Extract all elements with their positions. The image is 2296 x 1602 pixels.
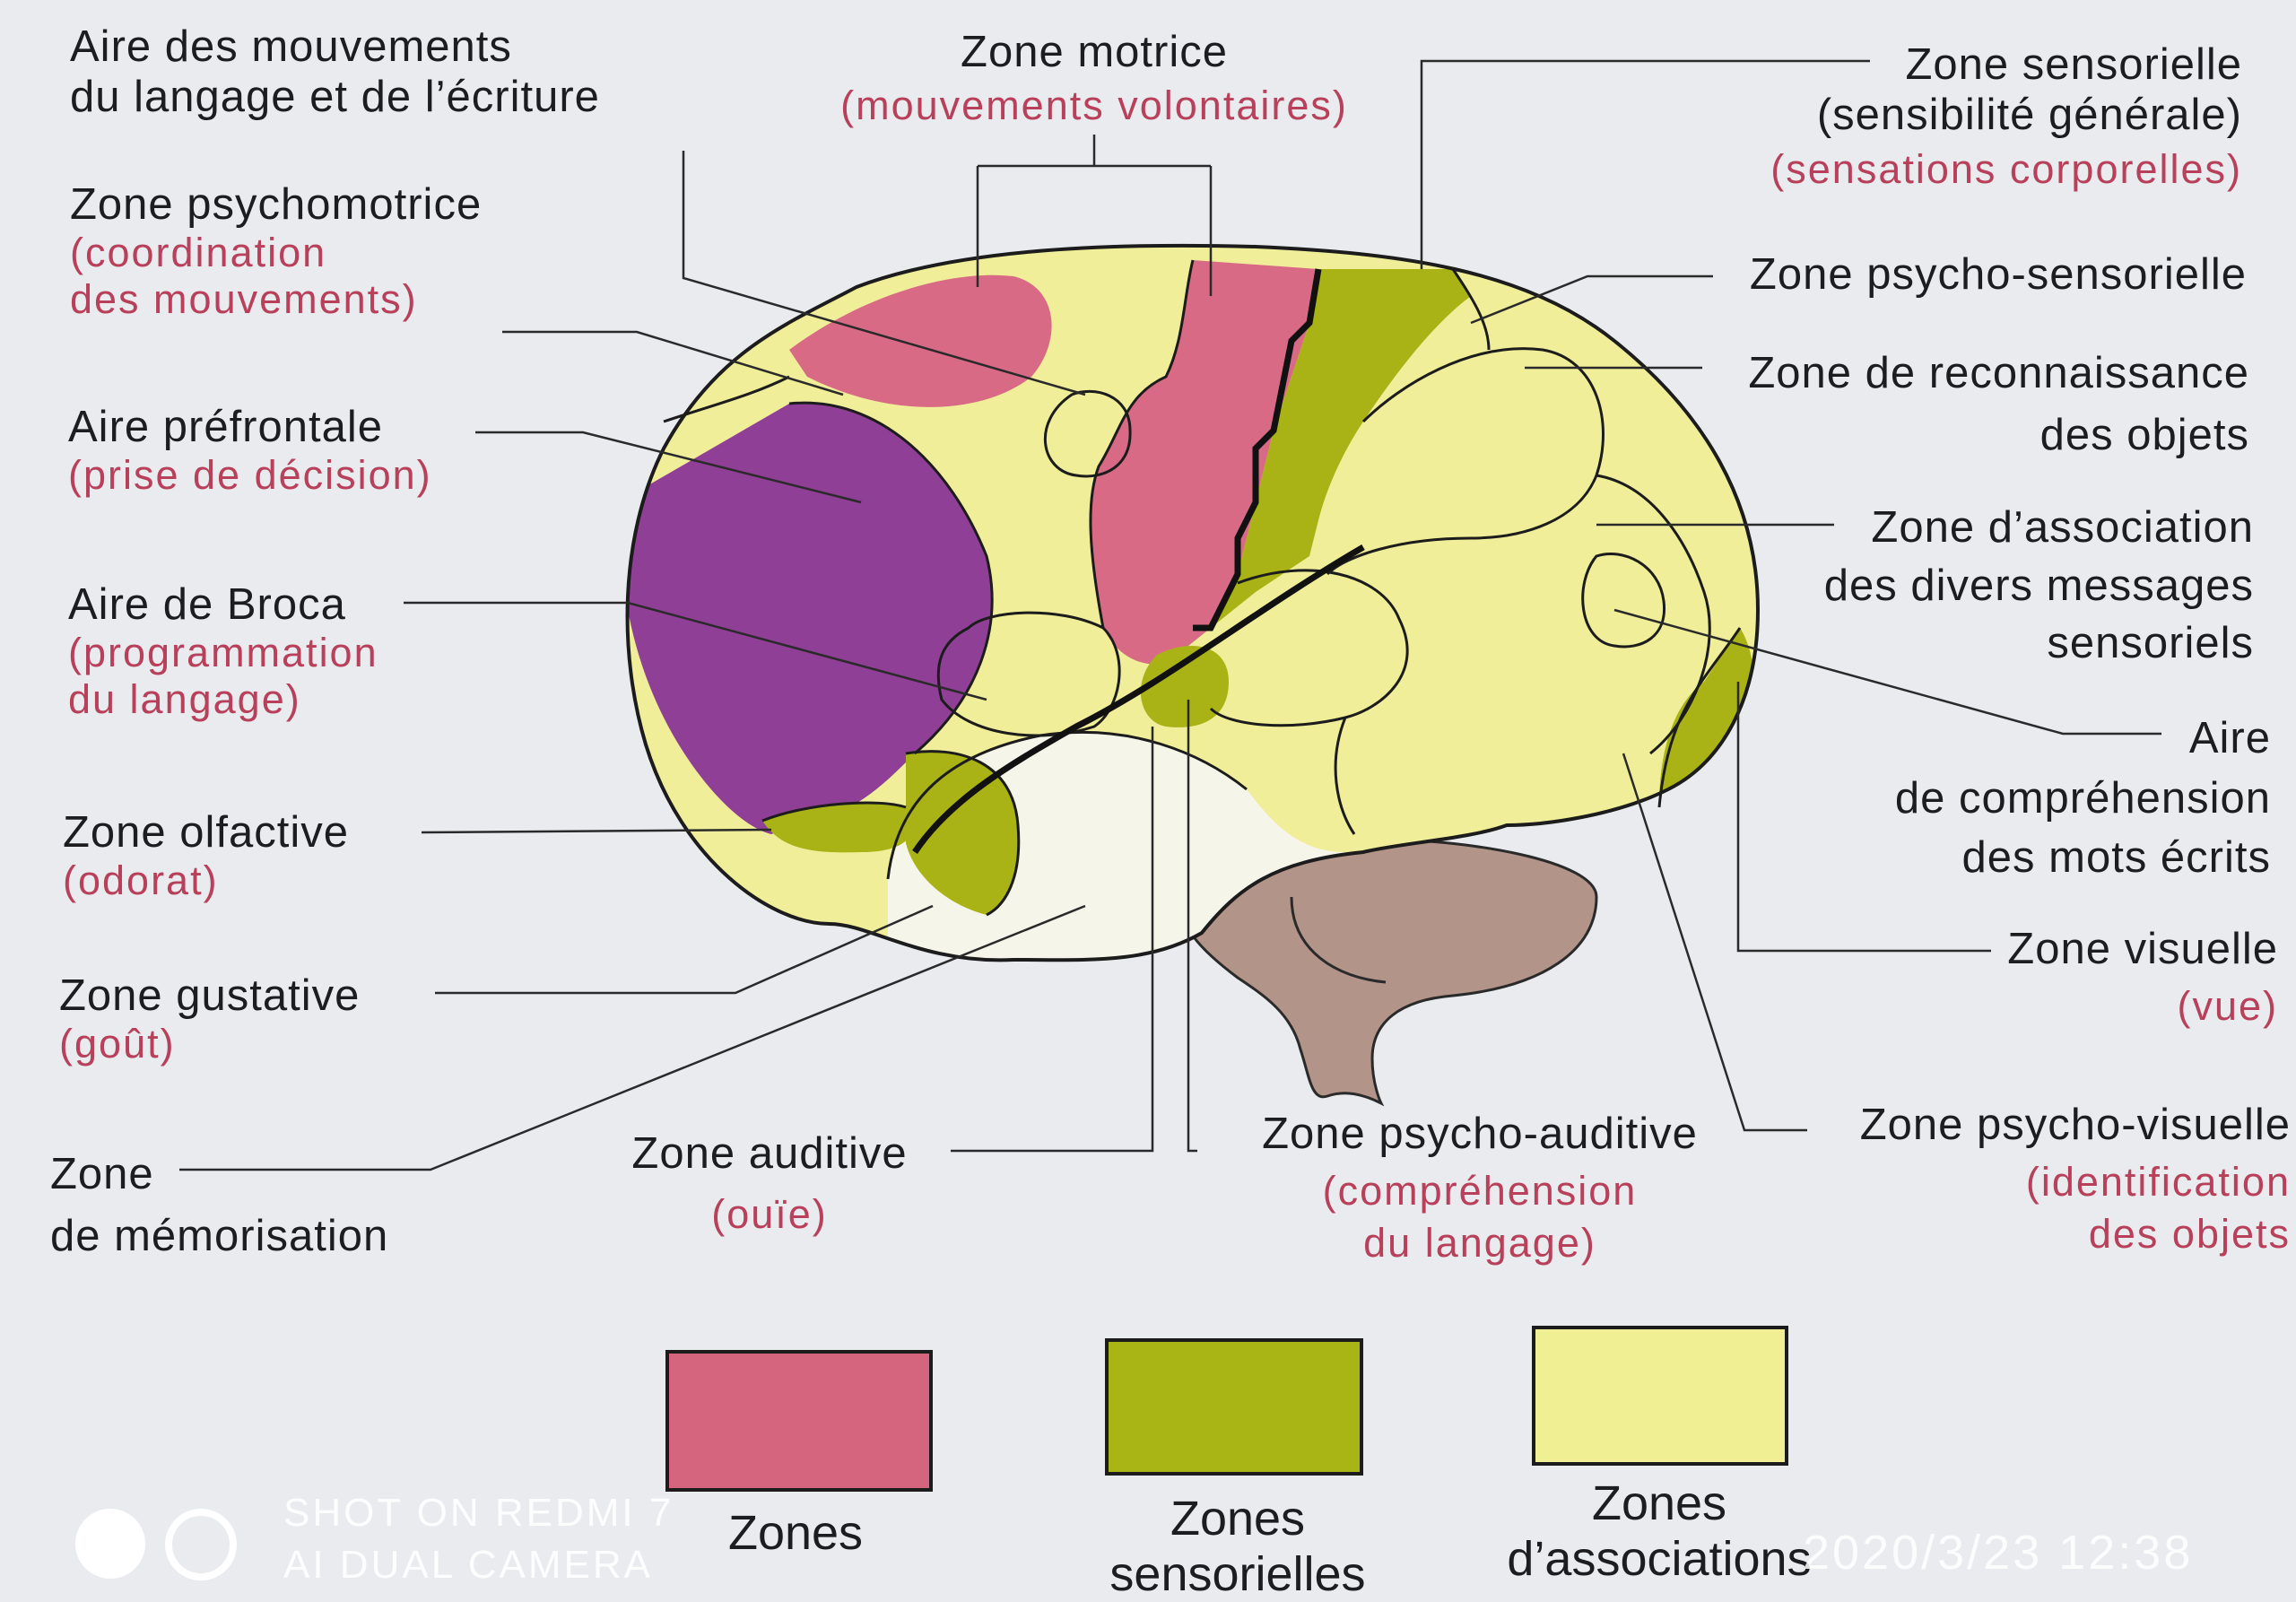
border-green-arc: [905, 750, 1021, 917]
border-frontal: [663, 375, 790, 423]
prefrontal-area: [627, 403, 992, 834]
border-olfactory: [761, 801, 907, 823]
watermark-timestamp: 2020/3/23 12:38: [1803, 1526, 2194, 1580]
leader-lines: [179, 59, 2161, 1171]
border-parietal: [1326, 347, 1605, 576]
label-zone-psycho-visuelle: Zone psycho-visuelle (identification des…: [1859, 1101, 2291, 1258]
upper-frontal-area: [789, 274, 1052, 407]
border-small-oval: [1581, 552, 1666, 649]
label-aire-comprehension: Aire de compréhension des mots écrits: [1894, 714, 2271, 883]
label-zone-motrice: Zone motrice (mouvements volontaires): [840, 28, 1348, 129]
legend-caption-association: Zones d’associations: [1507, 1476, 1812, 1587]
brain-outline: [625, 243, 1761, 962]
label-zone-psychomotrice: Zone psychomotrice (coordination des mou…: [70, 180, 483, 323]
label-zone-gustative: Zone gustative (goût): [59, 971, 361, 1067]
border-temporal: [1209, 569, 1409, 727]
camera-dot-outline: [165, 1509, 237, 1580]
gustatory-area: [906, 751, 1019, 915]
label-aire-broca: Aire de Broca (programmation du langage): [68, 580, 378, 723]
label-zone-psycho-auditive: Zone psycho-auditive (compréhension du l…: [1262, 1110, 1698, 1267]
watermark-line1: SHOT ON REDMI 7: [283, 1491, 674, 1535]
legend-caption-motor: Zones: [727, 1506, 864, 1560]
border-visual: [1657, 627, 1742, 808]
border-oval: [1043, 389, 1132, 478]
border-temporal-white: [886, 731, 1248, 880]
sensory-strip: [1211, 269, 1471, 628]
legend-swatch-sensory: [1105, 1338, 1363, 1476]
label-zone-sensorielle: Zone sensorielle (sensibilité générale) …: [1770, 40, 2242, 192]
label-zone-memorisation: Zone de mémorisation: [50, 1150, 389, 1260]
label-zone-olfactive: Zone olfactive (odorat): [63, 808, 350, 904]
cerebellum-fold: [1290, 896, 1387, 984]
auditory-area: [1140, 646, 1229, 727]
label-zone-reconnaissance: Zone de reconnaissance des objets: [1748, 349, 2249, 459]
border-psycho-sensory: [1451, 268, 1491, 351]
legend-swatch-association: [1532, 1326, 1788, 1466]
motor-strip: [1090, 260, 1318, 665]
watermark-line2: AI DUAL CAMERA: [283, 1543, 654, 1587]
legend-swatch-motor: [665, 1350, 933, 1492]
border-lower-temporal: [1334, 717, 1356, 835]
lateral-sulcus: [912, 544, 1365, 854]
central-sulcus: [1193, 268, 1322, 631]
border-occipital: [1596, 474, 1711, 755]
label-zone-visuelle: Zone visuelle (vue): [2007, 925, 2278, 1030]
label-zone-psycho-sensorielle: Zone psycho-sensorielle: [1749, 250, 2247, 299]
border-prefrontal: [788, 401, 994, 755]
label-zone-association: Zone d’association des divers messages s…: [1823, 503, 2254, 668]
olfactory-area: [762, 803, 913, 853]
legend-caption-sensory: Zones sensorielles: [1109, 1492, 1366, 1602]
border-motor-front: [1089, 259, 1195, 629]
border-broca: [936, 611, 1121, 737]
label-aire-mouvements-langage: Aire des mouvements du langage et de l’é…: [70, 22, 600, 122]
camera-dot-filled: [75, 1509, 145, 1579]
label-zone-auditive: Zone auditive (ouïe): [631, 1129, 908, 1238]
label-aire-prefrontale: Aire préfrontale (prise de décision): [68, 403, 432, 499]
